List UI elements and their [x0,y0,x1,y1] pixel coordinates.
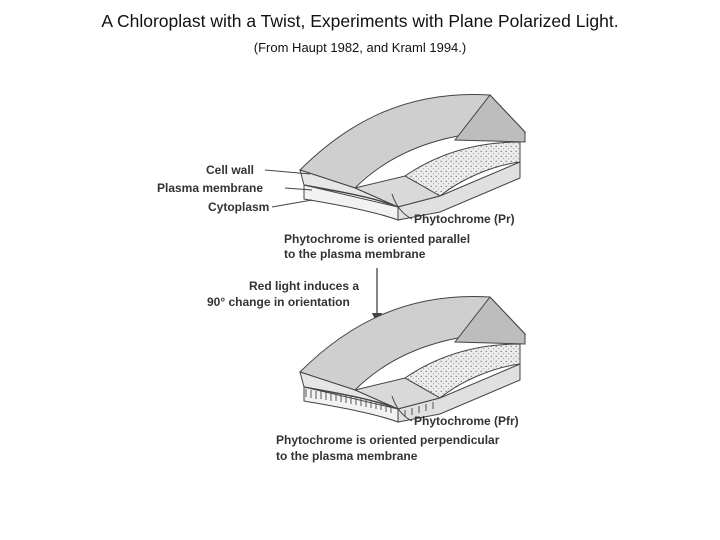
caption-upper-line1: Phytochrome is oriented parallel [284,232,470,246]
leader-cytoplasm [271,199,313,208]
caption-upper-line2: to the plasma membrane [284,247,426,261]
label-plasma-membrane: Plasma membrane [157,181,263,195]
upper-membrane-block [299,93,527,221]
leader-plasma-membrane [284,187,313,191]
caption-lower-line2: to the plasma membrane [276,449,418,463]
transition-line2: 90° change in orientation [207,295,350,309]
label-cytoplasm: Cytoplasm [208,200,269,214]
lower-membrane-block [299,295,527,423]
transition-line1: Red light induces a [249,279,359,293]
slide-title: A Chloroplast with a Twist, Experiments … [101,11,619,31]
leader-phytochrome-pr [391,193,413,220]
label-phytochrome-pr: Phytochrome (Pr) [414,212,515,226]
label-cell-wall: Cell wall [206,163,254,177]
slide-subtitle: (From Haupt 1982, and Kraml 1994.) [253,40,467,55]
leader-cell-wall [264,169,311,175]
label-phytochrome-pfr: Phytochrome (Pfr) [414,414,519,428]
leader-phytochrome-pfr [391,395,413,422]
caption-lower-line1: Phytochrome is oriented perpendicular [276,433,500,447]
